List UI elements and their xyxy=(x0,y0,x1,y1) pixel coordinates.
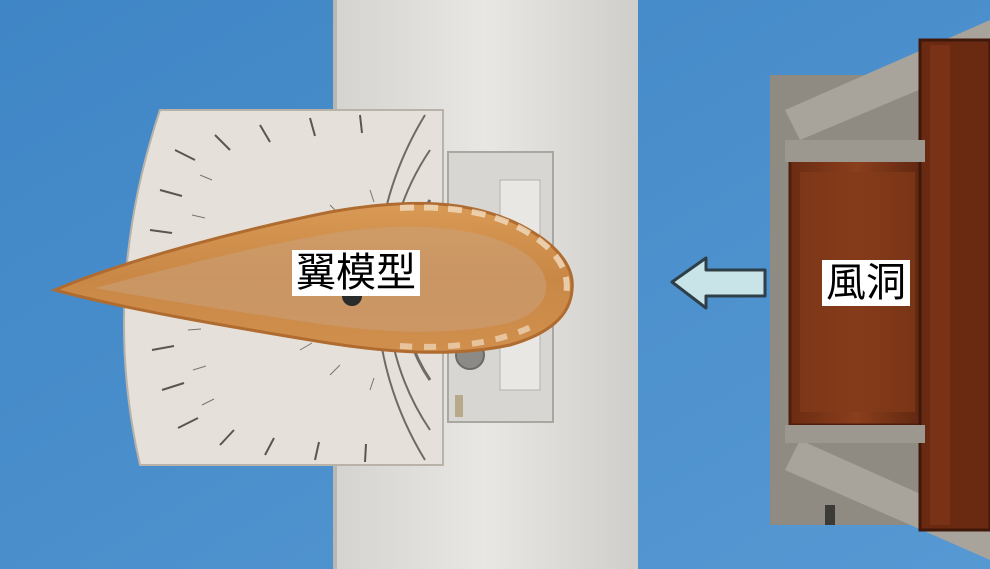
wind-tunnel-label: 風洞 xyxy=(822,260,910,306)
wing-model-label: 翼模型 xyxy=(292,250,420,296)
wind-tunnel xyxy=(770,20,990,560)
left-arrow-icon xyxy=(670,256,767,310)
